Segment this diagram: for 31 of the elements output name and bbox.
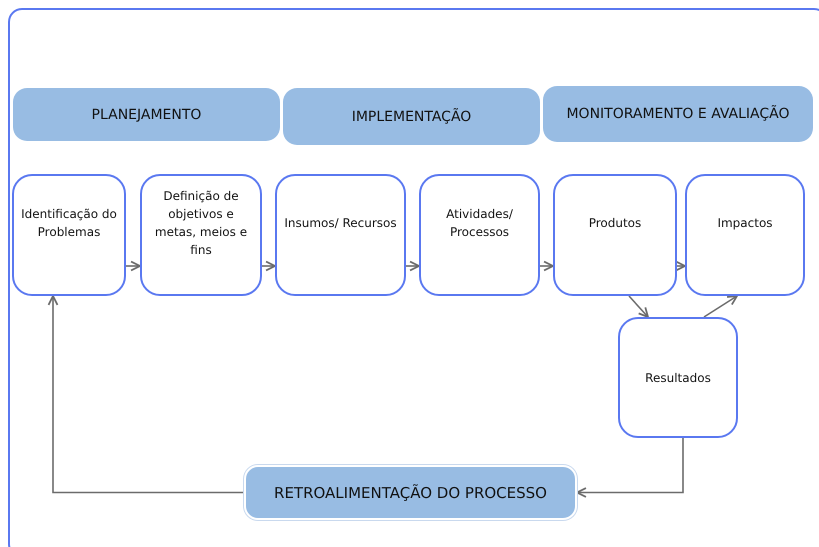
arrow: [540, 260, 554, 272]
process-box: [618, 317, 738, 438]
arrow: [406, 260, 420, 272]
feedback-box: [244, 465, 577, 520]
process-box: [553, 174, 677, 296]
node-label: Impactos: [717, 215, 773, 232]
node-label: Definição de objetivos e metas, meios e fins: [154, 188, 248, 259]
node-label: RETROALIMENTAÇÃO DO PROCESSO: [274, 484, 547, 502]
phase-header: [283, 88, 540, 145]
node-label: Identificação do Problemas: [20, 206, 118, 241]
process-box: [140, 174, 262, 296]
process-box: [12, 174, 126, 296]
arrow: [576, 438, 684, 498]
phase-header: [543, 86, 813, 142]
arrow: [262, 260, 276, 272]
node-label: MONITORAMENTO E AVALIAÇÃO: [566, 106, 790, 122]
process-box: [685, 174, 805, 296]
arrow: [675, 260, 686, 272]
arrow: [628, 295, 649, 318]
node-label: Insumos/ Recursos: [284, 215, 397, 232]
arrow: [126, 260, 141, 272]
node-label: IMPLEMENTAÇÃO: [352, 108, 472, 124]
process-box: [419, 174, 540, 296]
process-box: [275, 174, 406, 296]
node-label: Produtos: [588, 215, 642, 232]
node-label: Atividades/ Processos: [445, 206, 514, 241]
arrow: [48, 295, 244, 494]
arrow: [704, 295, 738, 318]
node-label: PLANEJAMENTO: [92, 106, 202, 122]
node-label: Resultados: [645, 370, 711, 386]
phase-header: [13, 88, 280, 141]
